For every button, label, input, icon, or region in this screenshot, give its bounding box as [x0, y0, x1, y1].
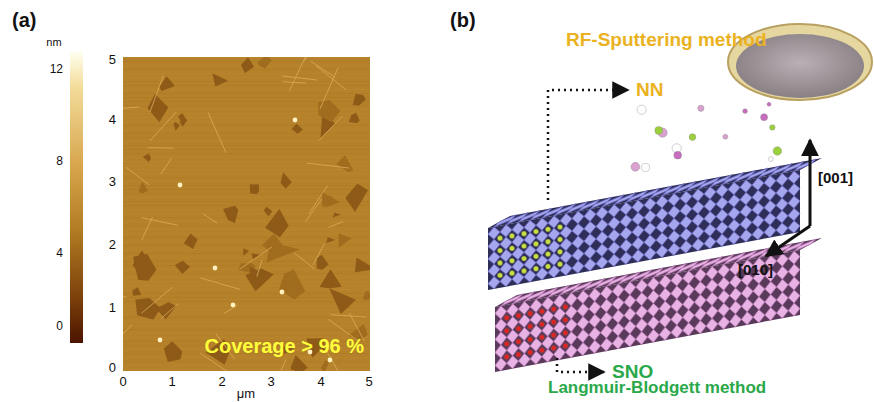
colorbar-tick: 12 [50, 63, 63, 76]
axis-tick: 2 [218, 375, 225, 389]
leader-lines [548, 90, 810, 372]
axis-tick: 2 [109, 238, 116, 252]
color-bar [70, 52, 83, 343]
axis-tick: 3 [109, 175, 116, 189]
panel-label: (a) [12, 9, 36, 31]
method-label: Langmuir-Blodgett method [548, 379, 766, 398]
material-label: NN [636, 80, 663, 101]
axis-tick: 4 [109, 113, 116, 127]
coverage-note: Coverage > 96 % [204, 335, 364, 357]
crystal-blocks [488, 158, 822, 372]
axis-tick: 5 [109, 53, 116, 67]
axis-tick: 4 [317, 375, 324, 389]
axis-tick: 5 [365, 375, 372, 389]
axis-tick: 3 [267, 375, 274, 389]
colorbar-tick: 0 [56, 320, 63, 333]
direction-label: [001] [818, 170, 853, 187]
afm-image [99, 29, 376, 382]
method-label: RF-Sputtering method [566, 30, 767, 51]
direction-label: [010] [738, 262, 773, 279]
colorbar-tick: 8 [56, 155, 63, 168]
colorbar-tick: 4 [56, 247, 63, 260]
axis-title: μm [237, 387, 255, 401]
panel-label: (b) [450, 9, 476, 31]
axis-tick: 0 [109, 361, 116, 375]
axis-tick: 1 [109, 301, 116, 315]
axis-tick: 0 [119, 375, 126, 389]
axis-tick: 1 [168, 375, 175, 389]
unit-label: nm [46, 36, 61, 48]
sputter-particles [631, 102, 782, 171]
